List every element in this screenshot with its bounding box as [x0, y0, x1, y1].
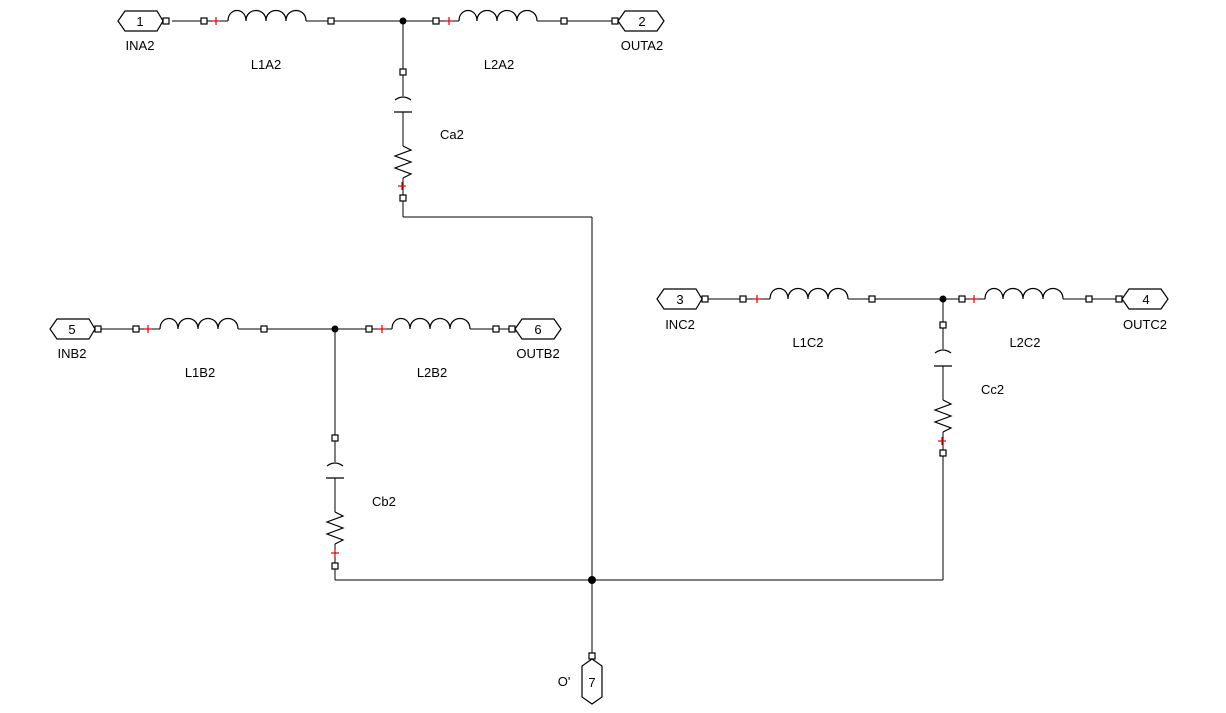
junctions — [331, 17, 947, 584]
port-number: 3 — [676, 292, 683, 307]
junction-dot — [399, 17, 407, 25]
junction-dot — [588, 576, 596, 584]
port-name: OUTA2 — [621, 38, 663, 53]
port-4[interactable]: 4 OUTC2 — [1115, 288, 1169, 332]
port-7[interactable]: 7 O' — [558, 652, 603, 705]
inductor-L1C2[interactable] — [739, 287, 876, 304]
inductor-L2B2[interactable] — [365, 317, 500, 334]
port-1[interactable]: 1 INA2 — [117, 10, 170, 53]
label-L1A2: L1A2 — [251, 57, 281, 72]
label-L2B2: L2B2 — [417, 365, 447, 380]
port-number: 1 — [136, 14, 143, 29]
port-name: INC2 — [665, 317, 695, 332]
junction-dot — [331, 325, 339, 333]
label-L2C2: L2C2 — [1009, 335, 1040, 350]
label-L2A2: L2A2 — [484, 57, 514, 72]
port-number: 4 — [1142, 292, 1149, 307]
junction-dot — [939, 295, 947, 303]
port-name: INB2 — [58, 346, 87, 361]
wires — [100, 20, 1118, 656]
label-Ca2: Ca2 — [440, 127, 464, 142]
inductor-L1B2[interactable] — [132, 317, 268, 334]
port-name: OUTC2 — [1123, 317, 1167, 332]
rc-branch-Ca2[interactable] — [393, 68, 413, 202]
port-number: 2 — [638, 14, 645, 29]
rc-branch-Cb2[interactable] — [325, 434, 345, 570]
inductor-L1A2[interactable] — [200, 9, 335, 26]
label-L1B2: L1B2 — [185, 365, 215, 380]
port-name: OUTB2 — [516, 346, 559, 361]
port-number: 5 — [68, 322, 75, 337]
port-3[interactable]: 3 INC2 — [656, 288, 709, 332]
port-2[interactable]: 2 OUTA2 — [611, 10, 665, 53]
label-Cb2: Cb2 — [372, 494, 396, 509]
inductor-L2A2[interactable] — [432, 9, 568, 26]
rc-branch-Cc2[interactable] — [933, 321, 953, 457]
port-name: INA2 — [126, 38, 155, 53]
component-labels: L1A2 L2A2 Ca2 L1B2 L2B2 Cb2 L1C2 L2C2 Cc… — [185, 57, 1041, 509]
inductor-L2C2[interactable] — [958, 287, 1093, 304]
port-number: 6 — [534, 322, 541, 337]
label-L1C2: L1C2 — [792, 335, 823, 350]
port-5[interactable]: 5 INB2 — [49, 318, 102, 361]
port-name: O' — [558, 674, 571, 689]
port-number: 7 — [588, 675, 595, 690]
label-Cc2: Cc2 — [981, 382, 1004, 397]
port-6[interactable]: 6 OUTB2 — [508, 318, 562, 361]
